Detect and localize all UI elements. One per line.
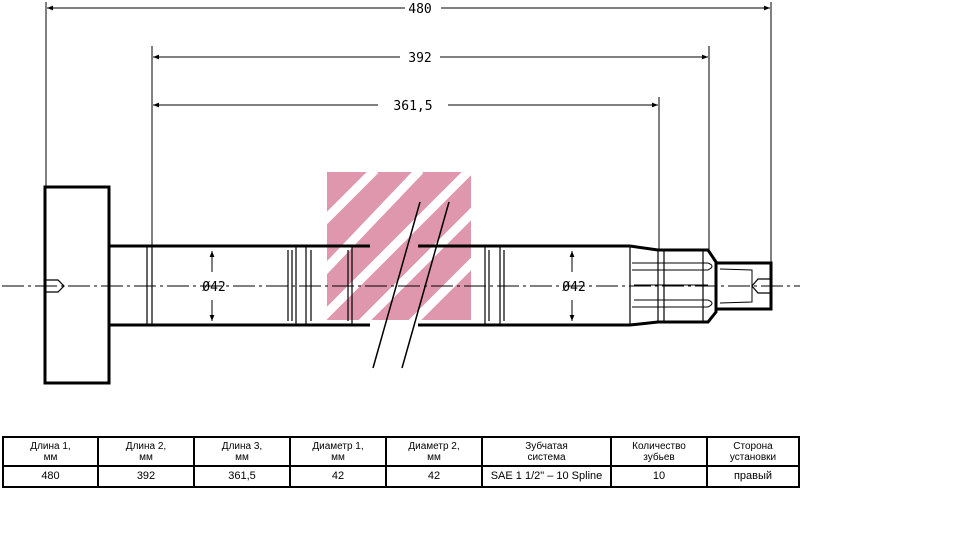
specs-table: Длина 1, мм Длина 2, мм Длина 3, мм Диам… <box>2 435 800 488</box>
specs-header-row: Длина 1, мм Длина 2, мм Длина 3, мм Диам… <box>2 435 800 468</box>
shaft-drawing: 480 392 361,5 <box>2 2 800 385</box>
header-teeth-count: Количество зубьев <box>610 435 708 468</box>
diameter-2: Ø42 <box>562 251 586 321</box>
value-teeth-count: 10 <box>610 465 708 488</box>
value-length-1: 480 <box>2 465 99 488</box>
diameter-1-label: Ø42 <box>202 280 225 295</box>
value-diameter-2: 42 <box>385 465 483 488</box>
header-length-1: Длина 1, мм <box>2 435 99 468</box>
diameter-1: Ø42 <box>202 251 226 321</box>
break-lines <box>372 201 450 369</box>
dimension-392-label: 392 <box>408 51 431 66</box>
value-length-3: 361,5 <box>193 465 291 488</box>
value-mounting-side: правый <box>706 465 800 488</box>
header-diameter-2: Диаметр 2, мм <box>385 435 483 468</box>
diameter-2-label: Ø42 <box>562 280 585 295</box>
dimension-361-5-label: 361,5 <box>393 99 432 114</box>
header-spline-system: Зубчатая система <box>481 435 612 468</box>
dimension-392: 392 <box>153 51 708 66</box>
header-diameter-1: Диаметр 1, мм <box>289 435 387 468</box>
value-spline-system: SAE 1 1/2" – 10 Spline <box>481 465 612 488</box>
dimension-361-5: 361,5 <box>153 99 658 114</box>
dimension-480: 480 <box>47 2 770 17</box>
header-mounting-side: Сторона установки <box>706 435 800 468</box>
spline-teeth <box>632 262 753 308</box>
value-diameter-1: 42 <box>289 465 387 488</box>
header-length-3: Длина 3, мм <box>193 435 291 468</box>
value-length-2: 392 <box>97 465 195 488</box>
header-length-2: Длина 2, мм <box>97 435 195 468</box>
dimension-480-label: 480 <box>408 2 431 17</box>
specs-value-row: 480 392 361,5 42 42 SAE 1 1/2" – 10 Spli… <box>2 465 800 488</box>
